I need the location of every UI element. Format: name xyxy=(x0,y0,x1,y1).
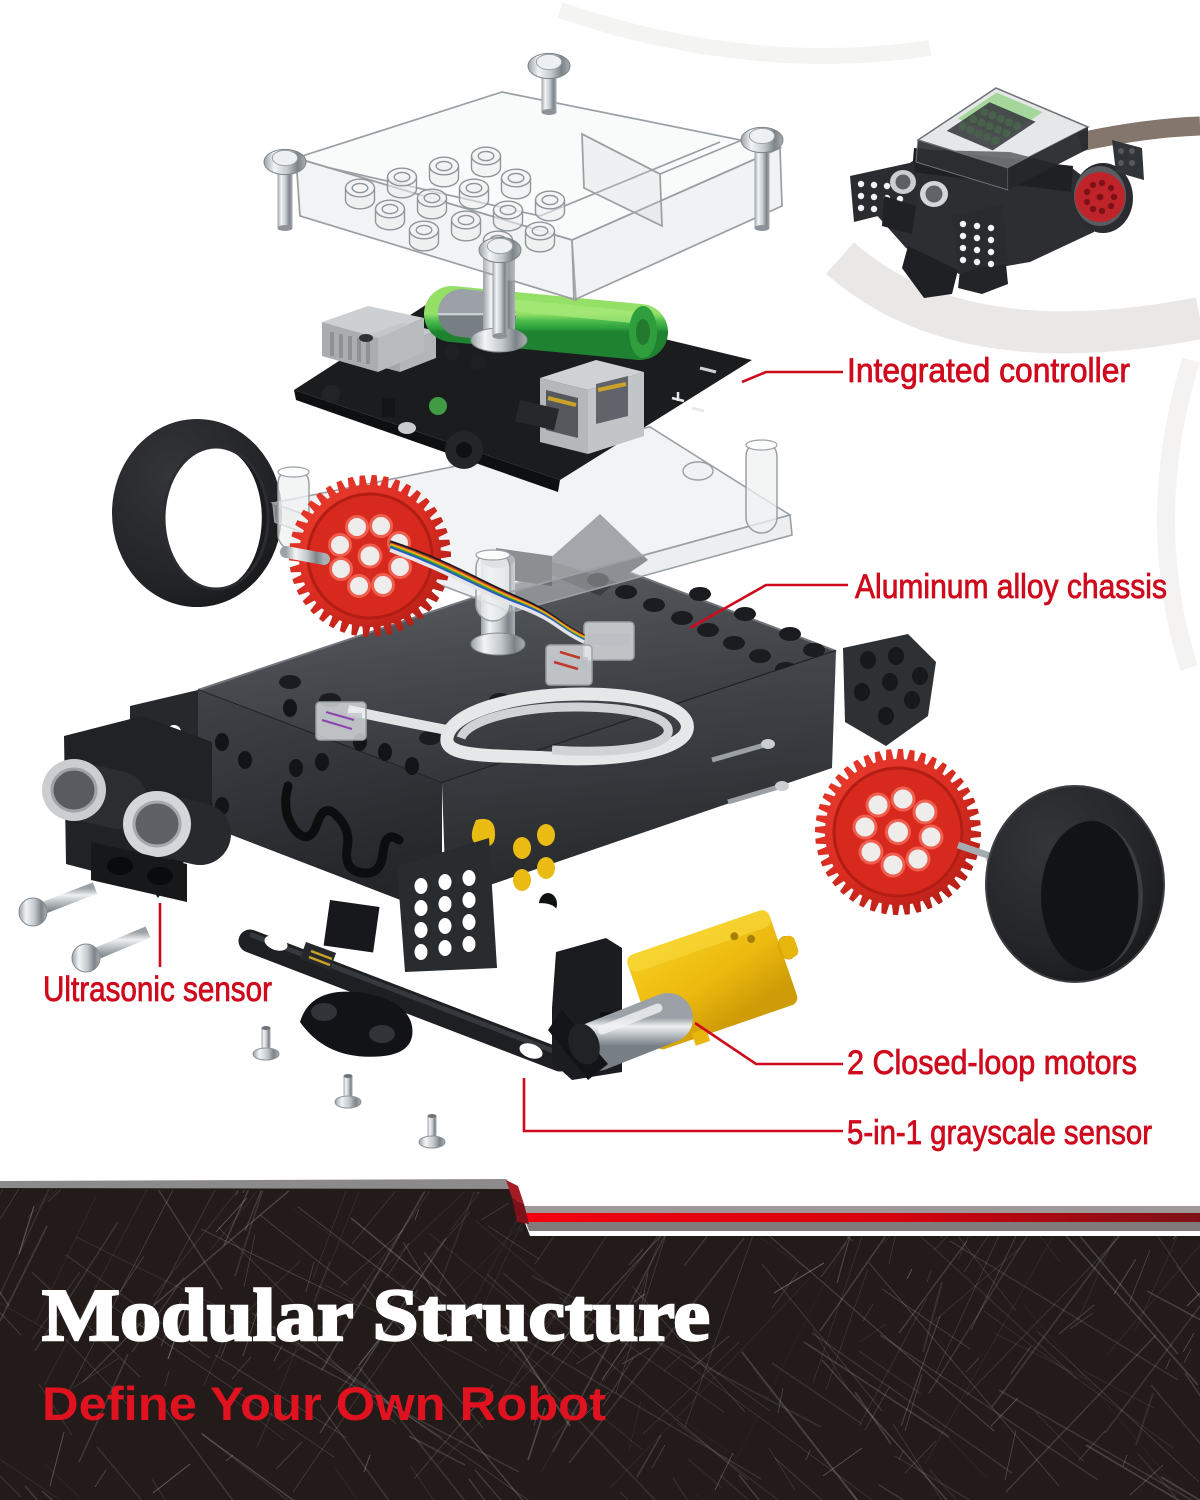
svg-text:Define Your Own Robot: Define Your Own Robot xyxy=(42,1377,606,1430)
svg-text:2 Closed-loop motors: 2 Closed-loop motors xyxy=(847,1044,1137,1082)
svg-text:5-in-1 grayscale sensor: 5-in-1 grayscale sensor xyxy=(847,1114,1152,1152)
svg-text:Integrated controller: Integrated controller xyxy=(847,352,1130,390)
svg-text:Aluminum alloy chassis: Aluminum alloy chassis xyxy=(855,568,1167,606)
svg-text:Ultrasonic sensor: Ultrasonic sensor xyxy=(43,970,272,1009)
svg-text:Modular Structure: Modular Structure xyxy=(42,1275,710,1357)
